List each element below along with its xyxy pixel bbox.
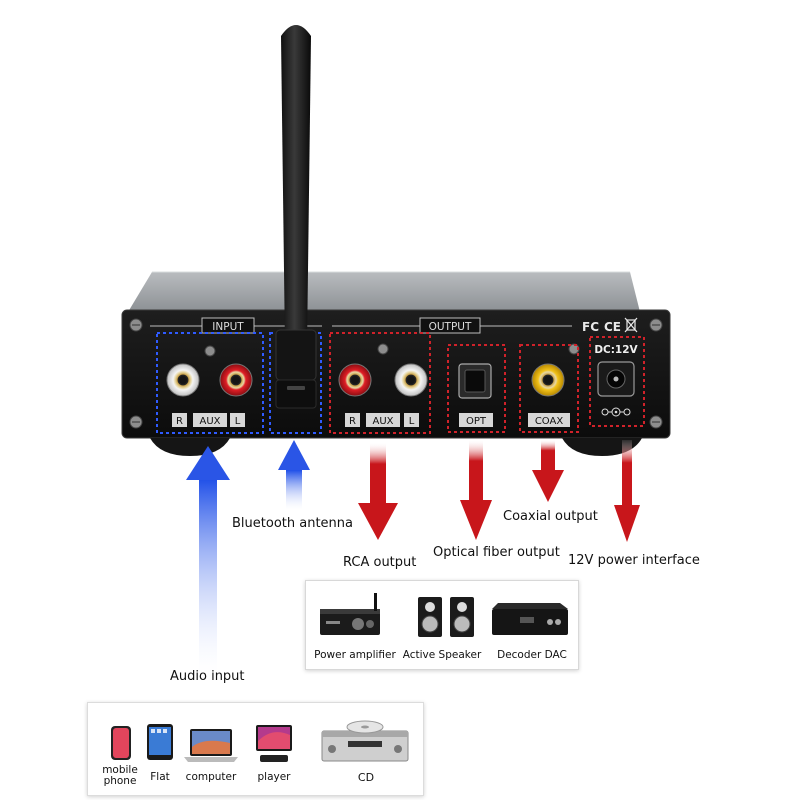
audio-input-label: Audio input <box>170 669 245 684</box>
output-l-label-box <box>404 413 419 427</box>
optical-output-arrow <box>460 440 492 540</box>
input-aux-label: AUX <box>199 416 220 427</box>
output-l-label: L <box>409 416 415 427</box>
coax-label-box <box>528 413 570 427</box>
decoder-dac-icon <box>492 603 568 635</box>
output-devices-panel: Power amplifier Active Speaker Decoder D… <box>305 580 579 670</box>
input-r-label-box <box>172 413 187 427</box>
input-rca-right-jack <box>166 363 200 397</box>
output-aux-label-box <box>366 413 400 427</box>
output-rca-right-jack <box>338 363 372 397</box>
input-l-label-box <box>230 413 245 427</box>
power-interface-label: 12V power interface <box>568 553 700 568</box>
computer-icon <box>184 729 238 762</box>
player-icon <box>256 725 292 762</box>
power-arrow <box>614 440 640 542</box>
input-heading-box <box>201 317 255 334</box>
coax-label: COAX <box>535 416 564 427</box>
polarity-icon <box>601 407 631 417</box>
input-device-label: player <box>257 771 291 783</box>
coaxial-output-label: Coaxial output <box>503 509 598 524</box>
output-aux-label: AUX <box>372 416 393 427</box>
weee-bin-icon <box>624 317 638 333</box>
output-r-label: R <box>349 416 356 427</box>
input-heading: INPUT <box>212 321 244 333</box>
foot-left <box>150 438 230 456</box>
input-l-label: L <box>235 416 241 427</box>
bluetooth-arrow <box>278 440 310 510</box>
input-device-label: computer <box>185 771 237 783</box>
coax-jack <box>531 363 565 397</box>
output-heading-box <box>419 317 481 334</box>
input-devices-panel: mobile phone Flat computer player CD <box>87 702 424 796</box>
active-speaker-icon <box>418 597 474 637</box>
chassis-top <box>128 272 640 312</box>
rca-output-label: RCA output <box>343 555 417 570</box>
input-aux-label-box <box>193 413 227 427</box>
input-device-label: CD <box>357 771 375 784</box>
rca-output-arrow <box>358 443 398 540</box>
optical-port <box>458 363 492 399</box>
ce-mark: CE <box>604 320 621 334</box>
dc-label: DC:12V <box>594 344 638 356</box>
input-r-label: R <box>176 416 183 427</box>
input-device-label: mobile phone <box>102 764 138 787</box>
input-rca-left-jack <box>219 363 253 397</box>
bluetooth-antenna-label: Bluetooth antenna <box>232 516 353 531</box>
bluetooth-antenna <box>275 25 317 409</box>
rca-output-dashed-box <box>329 332 431 434</box>
output-r-label-box <box>345 413 360 427</box>
fc-mark: FC <box>582 320 599 334</box>
opt-label-box <box>459 413 493 427</box>
opt-label: OPT <box>466 416 487 427</box>
output-device-label: Decoder DAC <box>497 649 567 661</box>
coaxial-output-arrow <box>532 440 564 502</box>
coax-dashed-box <box>519 344 579 433</box>
output-device-label: Power amplifier <box>314 649 396 661</box>
output-rca-left-jack <box>394 363 428 397</box>
cd-player-icon <box>321 720 409 762</box>
input-dashed-box <box>156 332 264 434</box>
optical-output-label: Optical fiber output <box>433 545 560 560</box>
output-heading: OUTPUT <box>429 321 472 333</box>
power-amplifier-icon <box>320 593 380 635</box>
input-device-label: Flat <box>150 771 170 783</box>
tablet-icon <box>147 724 173 760</box>
corner-screws <box>129 318 663 429</box>
dc-power-jack <box>597 361 635 397</box>
power-dashed-box <box>589 336 645 427</box>
output-device-label: Active Speaker <box>402 649 482 661</box>
audio-input-arrow <box>186 446 230 673</box>
mobile-phone-icon <box>111 726 131 760</box>
